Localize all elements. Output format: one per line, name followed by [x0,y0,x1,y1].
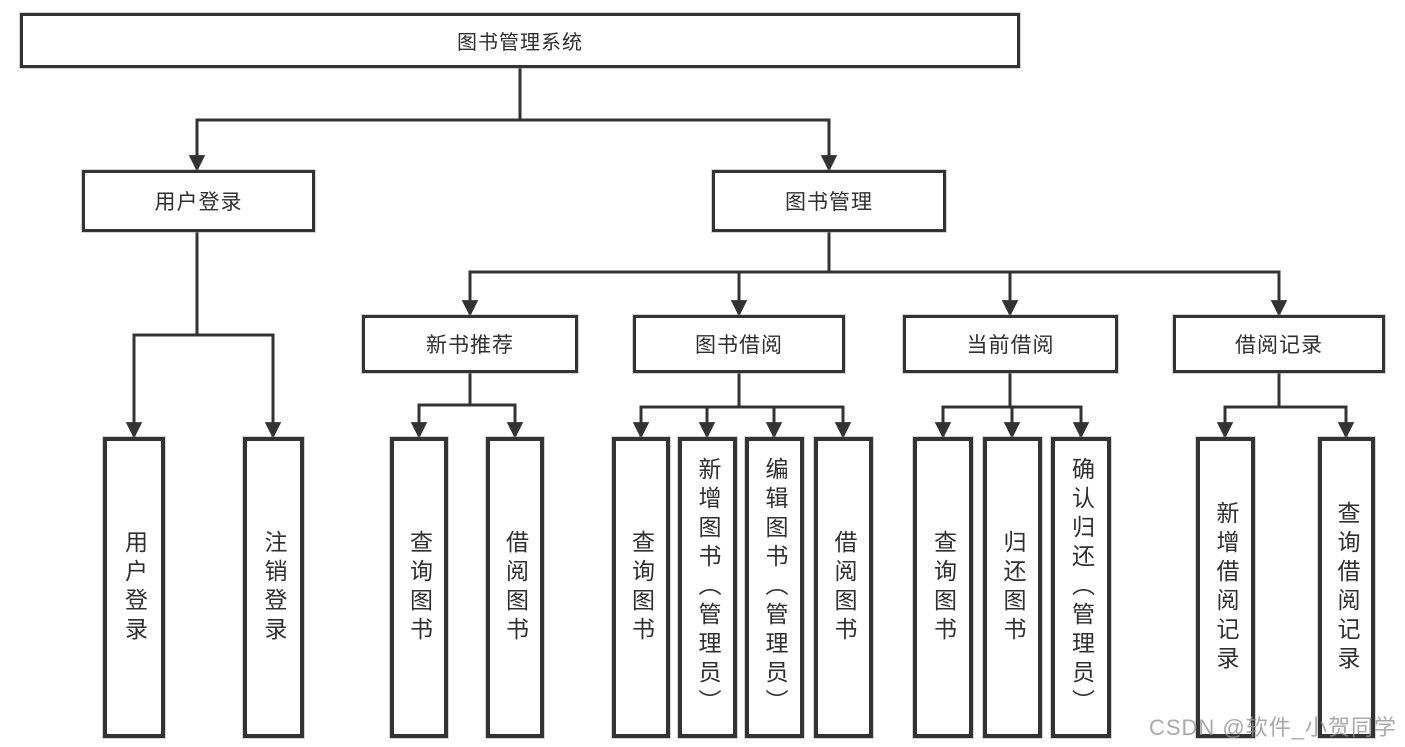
connector-current-children [934,373,1090,439]
leaf-add-books-admin: 新增图书（管理员） [678,437,737,738]
leaf-edit-books-admin: 编辑图书（管理员） [745,437,804,738]
node-library-system: 图书管理系统 [20,13,1020,68]
leaf-query-books-3: 查询图书 [913,437,973,738]
node-book-borrowing: 图书借阅 [633,315,845,373]
node-borrowing-records: 借阅记录 [1173,315,1385,373]
csdn-watermark: CSDN @软件_小贺同学 [1148,715,1397,740]
connector-records-children [1216,373,1355,439]
leaf-confirm-return-admin: 确认归还（管理员） [1051,437,1111,738]
node-new-book-recommend: 新书推荐 [362,315,578,373]
leaf-add-borrow-record: 新增借阅记录 [1196,437,1255,738]
connector-book-mgmt-children [461,232,1288,317]
leaf-borrow-books-2: 借阅图书 [814,437,873,738]
leaf-query-books-1: 查询图书 [390,437,448,738]
connector-newbook-children [410,373,524,439]
node-current-borrowing: 当前借阅 [903,315,1118,373]
leaf-borrow-books-1: 借阅图书 [486,437,544,738]
leaf-return-books: 归还图书 [983,437,1042,738]
leaf-user-login: 用户登录 [103,437,165,738]
leaf-query-books-2: 查询图书 [612,437,670,738]
node-user-login: 用户登录 [82,170,315,232]
connector-borrowing-children [632,373,852,439]
leaf-logout: 注销登录 [243,437,304,738]
connector-root-to-level2 [188,68,838,172]
leaf-query-borrow-record: 查询借阅记录 [1318,437,1375,738]
node-book-management: 图书管理 [712,170,946,232]
connector-user-login-children [125,232,282,439]
